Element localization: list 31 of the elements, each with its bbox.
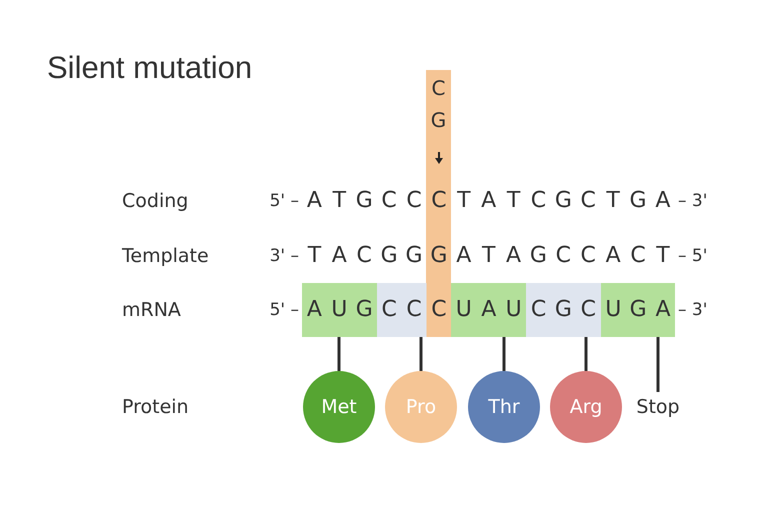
dna-sequence: A T G C C C T A T C G C T G A	[306, 187, 672, 215]
row-label: Protein	[122, 395, 189, 420]
row-label: Template	[122, 244, 209, 269]
amino-acid-circle: Pro	[385, 371, 457, 443]
codon-box: C G C	[526, 283, 601, 337]
strand-end-label: – 5'	[678, 245, 708, 268]
connector-line	[420, 337, 422, 371]
strand-end-label: 5' –	[270, 190, 299, 213]
codon-box: C C C	[376, 283, 452, 337]
connector-line	[502, 337, 506, 371]
strand-end-label: – 3'	[678, 190, 708, 213]
codon-box: U G A	[600, 283, 676, 337]
connector-line	[584, 337, 588, 371]
row-label: mRNA	[122, 298, 181, 323]
connector-line	[338, 337, 340, 371]
mutation-highlight-bar	[426, 70, 451, 283]
amino-acid-circle: Arg	[550, 371, 622, 443]
strand-end-label: 3' –	[270, 245, 299, 268]
dna-sequence: T A C G G G A T A G C C A C T	[306, 242, 671, 270]
amino-acid-circle: Thr	[468, 371, 540, 443]
connector-line	[656, 337, 660, 392]
strand-end-label: 5' –	[270, 299, 299, 322]
base-letter: G	[430, 108, 448, 132]
strand-end-label: – 3'	[678, 299, 708, 322]
codon-box: U A U	[451, 283, 526, 337]
base-letter: C	[430, 76, 446, 100]
diagram-title: Silent mutation	[47, 50, 252, 86]
stop-label: Stop	[630, 392, 686, 422]
amino-acid-circle: Met	[303, 371, 375, 443]
codon-box: A U G	[302, 283, 377, 337]
row-label: Coding	[122, 189, 188, 214]
